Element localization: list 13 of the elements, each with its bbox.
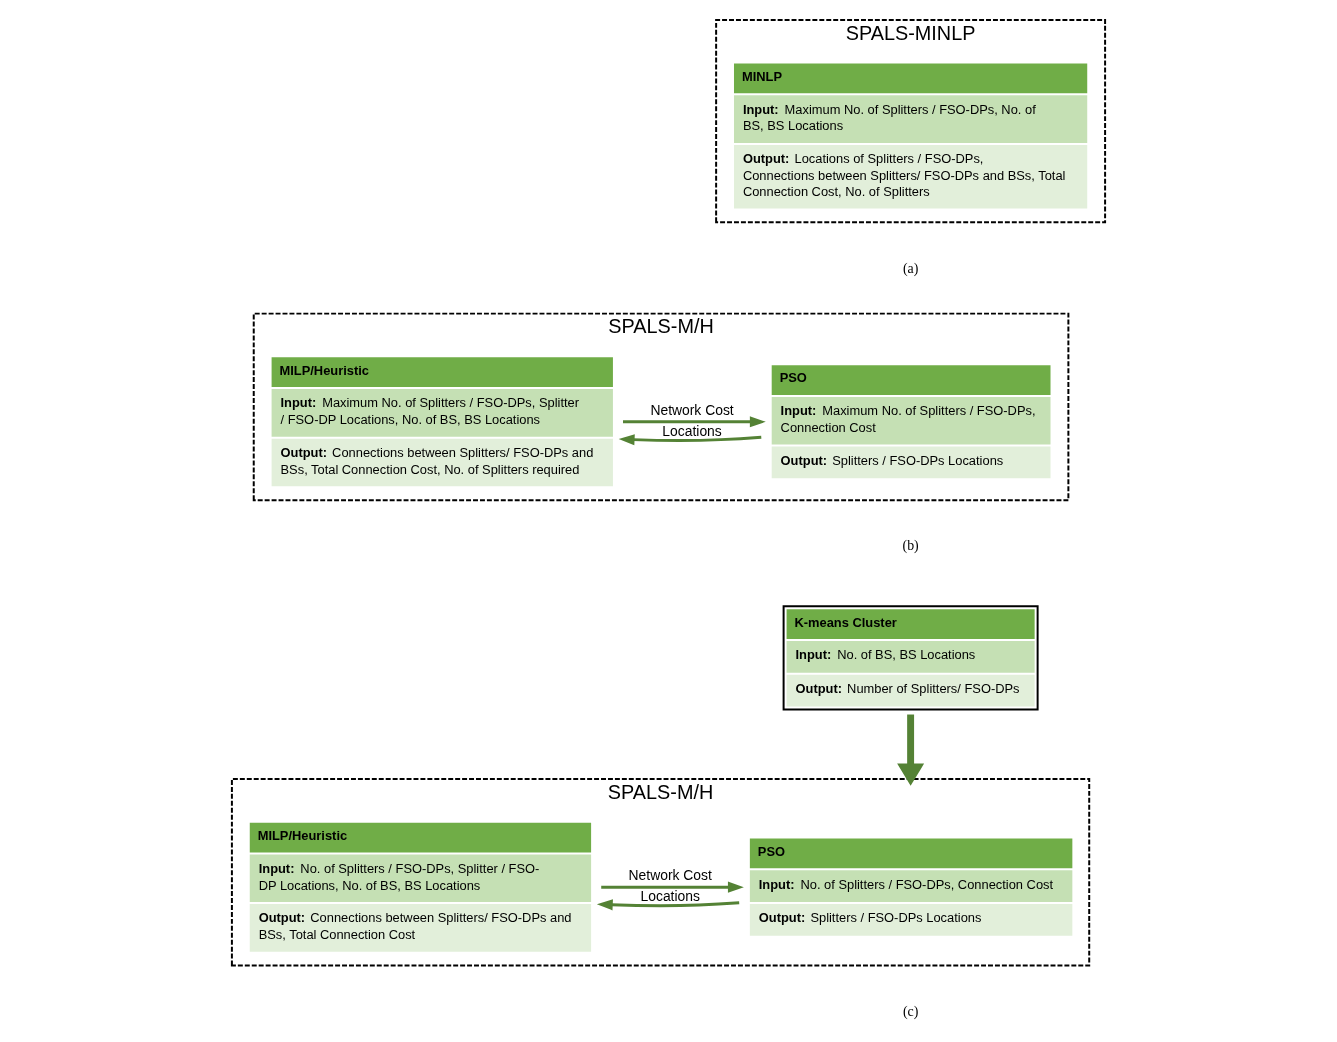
- label: (c): [902, 1003, 919, 1019]
- edge-label: Locations: [640, 888, 700, 905]
- edge-label: Network Cost: [628, 867, 712, 884]
- arrow: [623, 416, 766, 428]
- arrow: [596, 899, 740, 911]
- edge-label: Network Cost: [650, 402, 734, 419]
- edge-label: Locations: [662, 422, 722, 439]
- arrow: [897, 714, 925, 786]
- arrow: [618, 434, 762, 446]
- arrow: [601, 881, 744, 893]
- node-box: K-means Cluster Input: No. of BS, BS Locations Output: Number of Splitters/ FSO-DPs: [782, 605, 1039, 711]
- label: (a): [902, 260, 919, 276]
- label: (b): [902, 538, 919, 554]
